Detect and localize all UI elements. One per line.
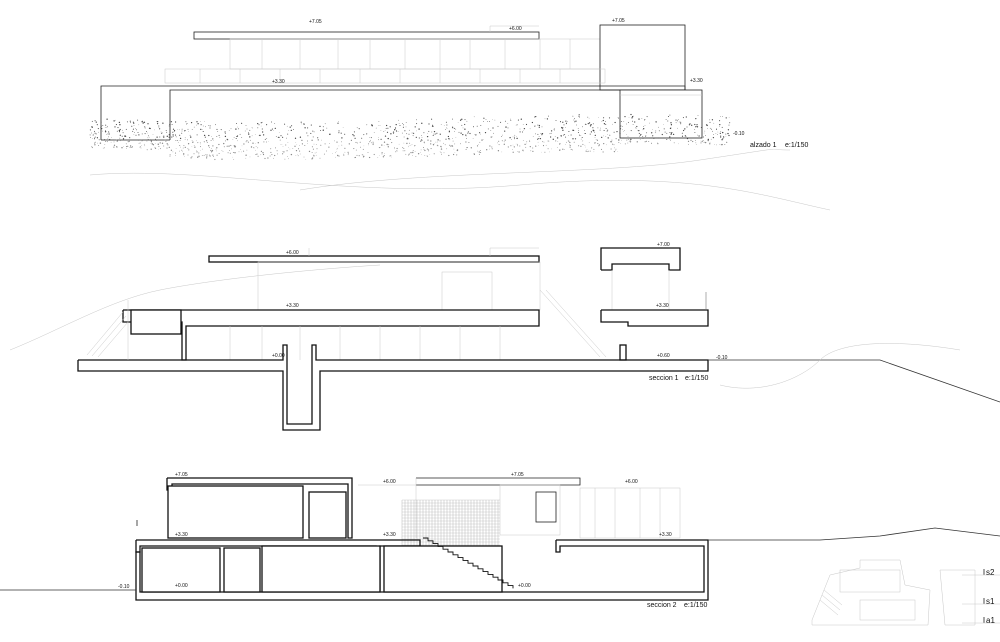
elevation-1-drawing [89,24,831,211]
key-plan-label: s1 [986,597,995,606]
level-label: +7.00 [657,242,670,248]
drawing-scale: e:1/150 [785,142,808,149]
drawing-title: seccion 2 [647,602,677,609]
level-label: +7.05 [175,472,188,478]
level-label: +0.00 [272,353,285,359]
level-label: +3.30 [286,303,299,309]
vegetation-texture [89,113,731,161]
level-label: +3.30 [272,79,285,85]
level-label: +6.00 [383,479,396,485]
level-label: +3.30 [659,532,672,538]
level-label: +0.60 [657,353,670,359]
roof-slab [193,31,540,40]
drawing-scale: e:1/150 [685,375,708,382]
level-label: +3.30 [656,303,669,309]
roof-slab [208,255,540,263]
level-label: +3.30 [690,78,703,84]
section-2-drawing [0,477,1000,601]
level-label: +3.30 [175,532,188,538]
drawing-scale: e:1/150 [684,602,707,609]
level-label: +3.30 [383,532,396,538]
key-plan-label: a1 [986,616,995,625]
level-label: +0.00 [175,583,188,589]
key-plan [811,559,1000,626]
section-1-drawing [9,247,1000,431]
level-label: -0.10 [733,131,745,137]
drawing-title: alzado 1 [750,142,777,149]
level-label: +6.00 [509,26,522,32]
drawing-title: seccion 1 [649,375,679,382]
level-label: -0.10 [716,355,728,361]
level-label: +6.00 [286,250,299,256]
stair [423,537,514,589]
level-label: -0.10 [118,584,130,590]
key-plan-label: s2 [986,568,995,577]
level-label: +0.00 [518,583,531,589]
level-label: +7.05 [612,18,625,24]
level-label: +6.00 [625,479,638,485]
level-label: +7.05 [511,472,524,478]
level-label: +7.05 [309,19,322,25]
